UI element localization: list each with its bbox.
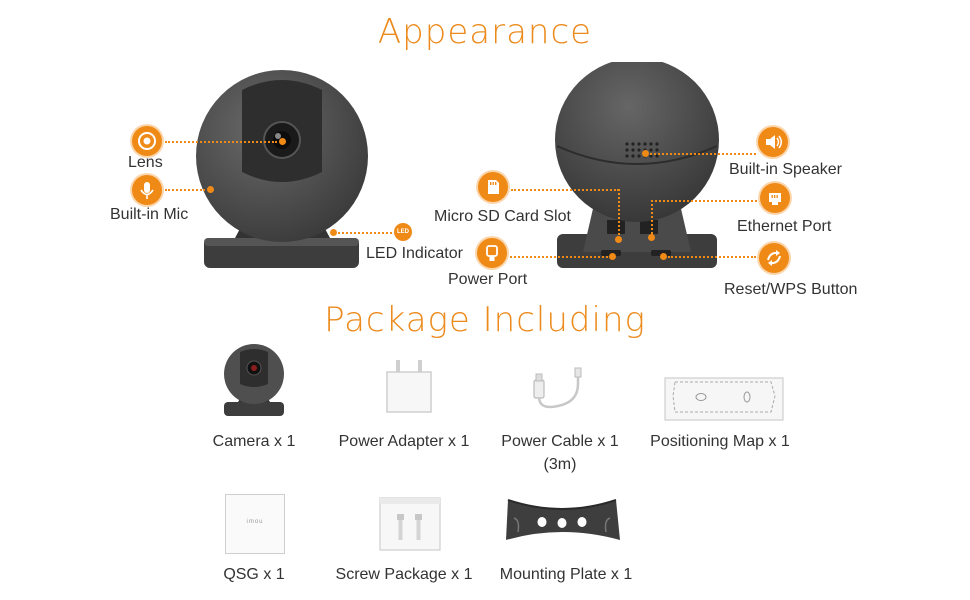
sd-label: Micro SD Card Slot <box>434 208 571 225</box>
speaker-point <box>642 150 649 157</box>
back-camera-image <box>555 62 719 268</box>
lens-leader-line <box>165 141 277 143</box>
lens-icon <box>132 126 162 156</box>
sd-card-icon <box>478 172 508 202</box>
power-adapter-image <box>386 360 432 413</box>
lens-point <box>279 138 286 145</box>
reset-label: Reset/WPS Button <box>724 281 858 298</box>
mic-label: Built-in Mic <box>110 206 189 223</box>
front-camera-image <box>196 70 368 268</box>
power-label: Power Port <box>448 271 528 288</box>
power-cable-label: Power Cable x 1 <box>501 433 619 450</box>
screw-package-image <box>379 497 441 551</box>
power-cable-length: (3m) <box>543 456 577 473</box>
appearance-heading: Appearance <box>377 12 593 52</box>
sd-leader-drop <box>618 189 620 235</box>
sd-point <box>615 236 622 243</box>
speaker-leader-line <box>650 153 756 155</box>
qsg-booklet-image: imou <box>225 494 285 554</box>
lens-label: Lens <box>128 154 163 171</box>
ethernet-point <box>648 234 655 241</box>
screw-package-label: Screw Package x 1 <box>335 566 473 583</box>
reset-icon <box>759 243 789 273</box>
ethernet-leader-rise <box>651 200 653 234</box>
power-point <box>609 253 616 260</box>
positioning-map-label: Positioning Map x 1 <box>650 433 790 450</box>
mounting-plate-label: Mounting Plate x 1 <box>499 566 633 583</box>
led-icon: LED <box>394 223 412 241</box>
mounting-plate-image <box>506 499 620 540</box>
qsg-label: QSG x 1 <box>223 566 285 583</box>
ethernet-icon <box>760 183 790 213</box>
speaker-label: Built-in Speaker <box>729 161 842 178</box>
package-heading: Package Including <box>324 300 646 340</box>
reset-leader-line <box>668 256 756 258</box>
positioning-map-image <box>664 377 784 421</box>
power-adapter-label: Power Adapter x 1 <box>338 433 470 450</box>
speaker-icon <box>758 127 788 157</box>
ethernet-label: Ethernet Port <box>737 218 832 235</box>
ethernet-leader-line <box>651 200 757 202</box>
camera-item-label: Camera x 1 <box>212 433 296 450</box>
camera-item-image <box>224 344 284 416</box>
microphone-icon <box>132 175 162 205</box>
led-point <box>330 229 337 236</box>
sd-leader-line <box>511 189 619 191</box>
mic-point <box>207 186 214 193</box>
led-label: LED Indicator <box>366 245 463 262</box>
power-leader-line <box>510 256 608 258</box>
power-port-icon <box>477 238 507 268</box>
qsg-brand-logo: imou <box>246 519 264 525</box>
mic-leader-line <box>165 189 205 191</box>
led-leader-line <box>338 232 392 234</box>
power-cable-image <box>533 367 582 409</box>
reset-point <box>660 253 667 260</box>
